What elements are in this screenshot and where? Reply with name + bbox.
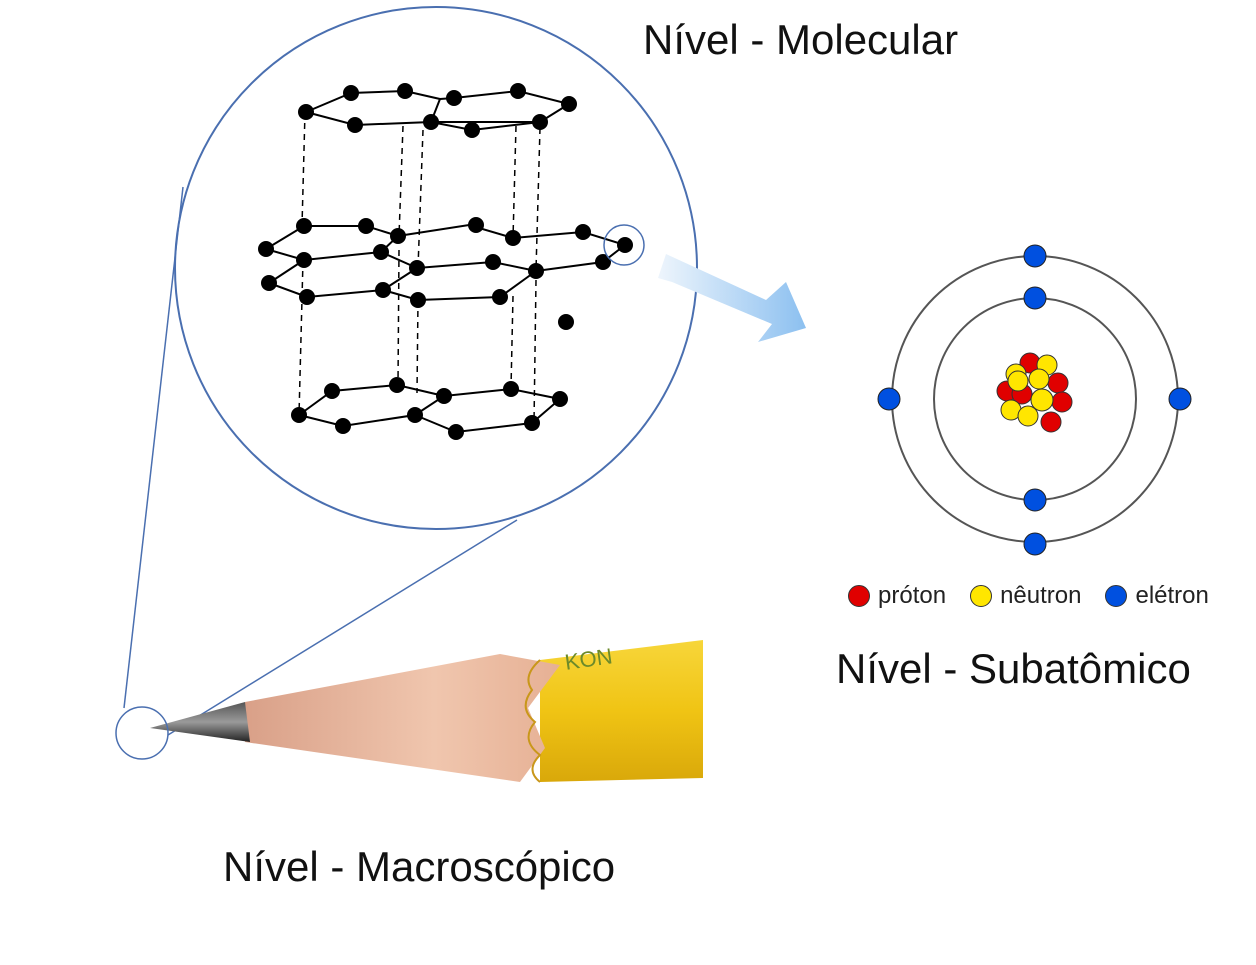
pencil-icon: KON (150, 640, 703, 783)
proton-dot-icon (848, 585, 870, 607)
pencil-body (540, 640, 703, 782)
molecular-magnifier-circle (174, 6, 698, 530)
atom-legend: próton nêutron elétron (848, 578, 1209, 614)
legend-proton: próton (848, 582, 970, 610)
zoom-arrow-icon (658, 254, 806, 342)
zoom-line-upper (123, 186, 184, 709)
selected-atom-circle (603, 224, 645, 266)
pencil-wood-cone (245, 654, 560, 782)
atom-icon (877, 244, 1192, 556)
carbon-atoms (258, 83, 633, 440)
macroscopic-level-title: Nível - Macroscópico (223, 843, 616, 890)
legend-electron: elétron (1105, 582, 1209, 610)
graphite-lattice-icon (258, 83, 633, 440)
middle-layer-bonds (265, 223, 628, 302)
interlayer-dashed-lines (298, 111, 541, 424)
pencil-tip-circle (115, 706, 169, 760)
electron-dot-icon (1105, 585, 1128, 607)
electrons (877, 244, 1192, 556)
nucleus (996, 352, 1073, 433)
pencil-scallop-edge (524, 659, 542, 783)
neutron-dot-icon (970, 585, 993, 607)
pencil-graphite-lead (150, 702, 250, 742)
legend-neutron: nêutron (970, 582, 1105, 610)
legend-proton-label: próton (878, 582, 947, 609)
molecular-level-title: Nível - Molecular (643, 16, 959, 63)
zoom-line-lower (167, 519, 518, 736)
legend-neutron-label: nêutron (1000, 582, 1082, 609)
subatomic-level-title: Nível - Subatômico (836, 645, 1191, 692)
legend-electron-label: elétron (1135, 582, 1209, 609)
